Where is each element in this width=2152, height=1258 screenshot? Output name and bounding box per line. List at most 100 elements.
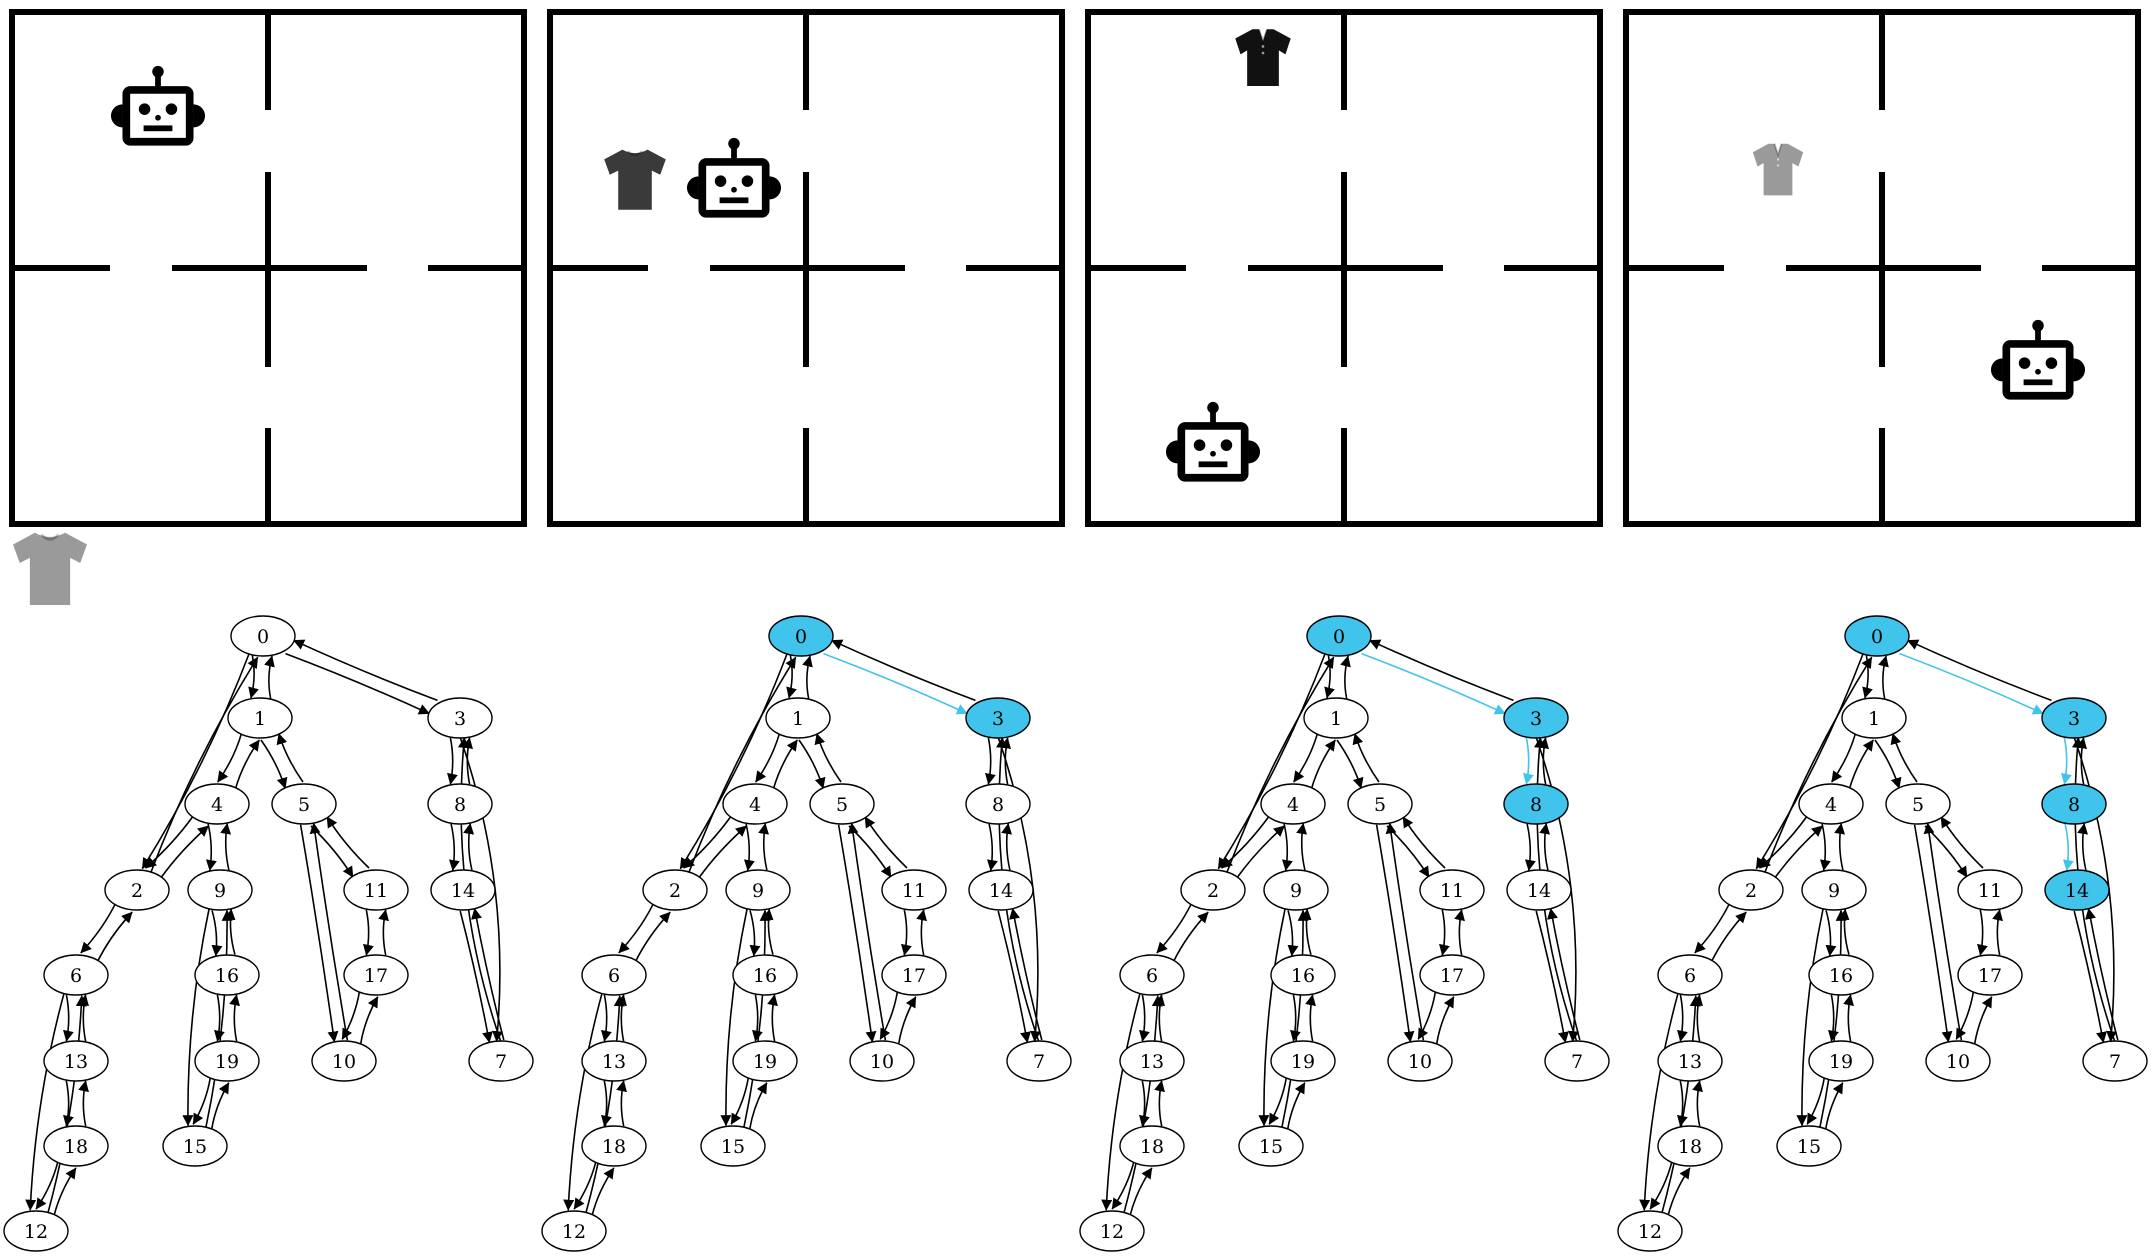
graph-node-label: 18 [64, 1136, 88, 1158]
graph-edges [1101, 639, 1581, 1216]
graph-edge-17-to-11 [1454, 909, 1465, 956]
graph-node-shape [104, 869, 170, 911]
graph-node-label: 19 [215, 1051, 239, 1073]
graph-node-label: 8 [454, 794, 466, 816]
graph-edge-0-to-2 [141, 652, 251, 870]
graph-node-label: 16 [753, 965, 777, 987]
graph-edge-16-to-9 [762, 908, 774, 955]
graph-edge-5-to-1 [1352, 733, 1380, 783]
graph-node-11: 11 [1419, 869, 1485, 911]
graph-node-8: 8 [965, 783, 1031, 825]
graph-edge-19-to-15 [730, 1077, 750, 1125]
graph-edge-11-to-5 [1402, 816, 1446, 869]
graph-node-shape [1238, 1125, 1304, 1167]
graph-edge-14-to-7 [997, 910, 1031, 1044]
graph-node-9: 9 [187, 869, 253, 911]
graph-edge-4-to-9 [1819, 823, 1831, 872]
graph-node-label: 10 [1408, 1051, 1432, 1073]
graph-node-12: 12 [1617, 1210, 1683, 1252]
graph-edge-6-to-13 [601, 994, 612, 1042]
graph-node-9: 9 [725, 869, 791, 911]
graph-edge-3-to-0 [831, 639, 976, 702]
graph-node-shape [768, 615, 834, 657]
graph-node-19: 19 [194, 1040, 260, 1082]
graph-node-2: 2 [1180, 869, 1246, 911]
graph-edge-12-to-6 [1661, 995, 1701, 1213]
graph-node-shape [1657, 954, 1723, 996]
graph-node-label: 14 [451, 880, 475, 902]
graph-node-14: 14 [2044, 869, 2110, 911]
graph-node-1: 1 [1303, 697, 1369, 739]
graph-node-shape [1006, 1040, 1072, 1082]
graph-node-label: 0 [795, 626, 807, 648]
graph-edge-9-to-15 [720, 909, 748, 1127]
graph-node-label: 11 [364, 880, 388, 902]
graph-edge-0-to-3 [285, 652, 430, 715]
graph-edge-3-to-8 [2061, 737, 2072, 785]
graph-node-label: 4 [1825, 794, 1837, 816]
graph-node-shape [1260, 783, 1326, 825]
graph-node-8: 8 [2041, 783, 2107, 825]
graph-node-label: 2 [669, 880, 681, 902]
graph-node-shape [1270, 1040, 1336, 1082]
graph-node-shape [427, 697, 493, 739]
graph-edge-10-to-5 [1385, 822, 1425, 1041]
graph-edge-5-to-1 [1890, 733, 1918, 783]
graph-node-shape [849, 1040, 915, 1082]
graph-node-label: 17 [1440, 965, 1464, 987]
graph-node-9: 9 [1801, 869, 1867, 911]
graph-node-label: 11 [1440, 880, 1464, 902]
graph-node-10: 10 [1925, 1040, 1991, 1082]
graph-node-shape [1306, 615, 1372, 657]
graph-node-label: 5 [836, 794, 848, 816]
graph-edge-3-to-0 [293, 639, 438, 702]
world-panel-2 [547, 9, 1065, 527]
graph-node-8: 8 [1503, 783, 1569, 825]
graph-node-label: 15 [183, 1136, 207, 1158]
graph-edge-6-to-12 [1639, 993, 1679, 1211]
graph-node-label: 4 [749, 794, 761, 816]
graph-edge-0-to-3 [1899, 652, 2044, 715]
graph-edge-16-to-19 [1290, 994, 1301, 1042]
graph-node-5: 5 [1885, 783, 1951, 825]
graph-edge-9-to-16 [1287, 910, 1299, 957]
graph-node-4: 4 [722, 783, 788, 825]
graph-node-label: 5 [1912, 794, 1924, 816]
graph-node-shape [2044, 869, 2110, 911]
graph-node-shape [1270, 954, 1336, 996]
graph-node-shape [541, 1210, 607, 1252]
graph-node-14: 14 [1506, 869, 1572, 911]
graph-edge-11-to-17 [363, 909, 374, 956]
graph-node-shape [430, 869, 496, 911]
graph-node-15: 15 [162, 1125, 228, 1167]
graph-edge-6-to-2 [1172, 911, 1209, 962]
graph-node-shape [1263, 869, 1329, 911]
graph-node-shape [1801, 869, 1867, 911]
graph-node-shape [184, 783, 250, 825]
graph-node-16: 16 [1808, 954, 1874, 996]
graph-edge-17-to-11 [916, 909, 927, 956]
graph-node-label: 4 [211, 794, 223, 816]
graph-node-11: 11 [881, 869, 947, 911]
graph-node-label: 13 [64, 1051, 88, 1073]
graph-edge-5-to-10 [837, 824, 877, 1043]
graph-edge-14-to-8 [463, 822, 475, 871]
graph-node-11: 11 [343, 869, 409, 911]
graph-edge-1-to-5 [1874, 739, 1902, 789]
graph-node-label: 1 [1330, 708, 1342, 730]
graph-edge-16-to-9 [224, 908, 236, 955]
graph-node-5: 5 [271, 783, 337, 825]
graph-edge-18-to-13 [616, 1080, 627, 1127]
graph-edge-4-to-1 [772, 739, 798, 789]
graph-node-shape [187, 869, 253, 911]
graph-node-label: 8 [1530, 794, 1542, 816]
graph-node-shape [765, 697, 831, 739]
graph-edge-17-to-11 [378, 909, 389, 956]
graph-node-17: 17 [1419, 954, 1485, 996]
graph-node-shape [43, 1125, 109, 1167]
graph-node-label: 5 [298, 794, 310, 816]
graph-edge-9-to-16 [749, 910, 761, 957]
